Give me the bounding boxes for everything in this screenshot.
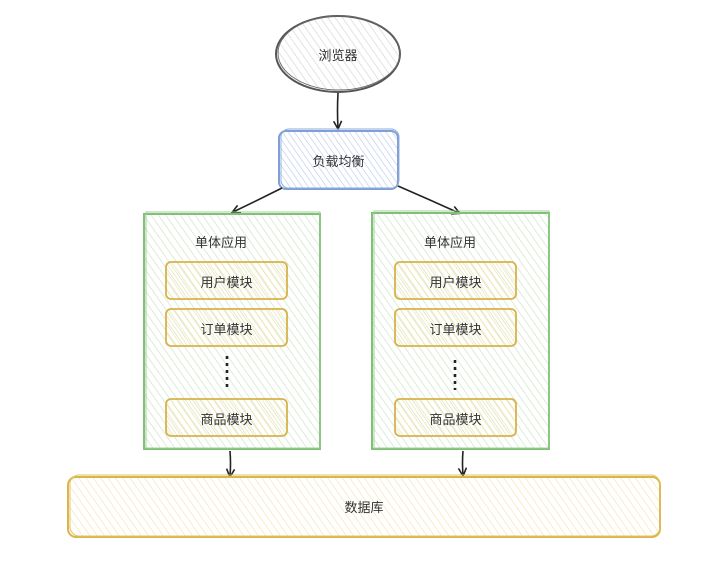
app-2-module-user <box>394 261 517 300</box>
arrow-app-1-to-db <box>230 450 231 476</box>
arrow-app-2-to-db <box>463 450 464 475</box>
app-1-module-user <box>165 261 288 300</box>
app-2-module-order-label: 订单模块 <box>429 323 482 338</box>
browser-node <box>275 15 401 93</box>
load-balancer-label: 负载均衡 <box>312 155 365 170</box>
arrow-lb-to-app-2 <box>397 185 459 213</box>
app-1-module-order <box>165 308 288 347</box>
app-2-title: 单体应用 <box>423 236 476 251</box>
database-node <box>67 474 661 538</box>
app-2-module-user-label: 用户模块 <box>429 276 482 291</box>
database-label: 数据库 <box>344 501 384 516</box>
app-1-title: 单体应用 <box>194 236 247 251</box>
browser-label: 浏览器 <box>318 49 358 64</box>
app-2-module-product <box>394 398 517 437</box>
app-1-module-user-label: 用户模块 <box>200 276 253 291</box>
app-2-module-order <box>394 308 517 347</box>
arrow-lb-to-app-1 <box>233 187 283 212</box>
app-2-module-product-label: 商品模块 <box>429 413 482 428</box>
arrow-browser-to-lb <box>338 92 339 128</box>
load-balancer-node <box>278 128 400 190</box>
app-1-module-product-label: 商品模块 <box>200 413 253 428</box>
app-1-module-product <box>165 398 288 437</box>
app-1-module-order-label: 订单模块 <box>200 323 253 338</box>
